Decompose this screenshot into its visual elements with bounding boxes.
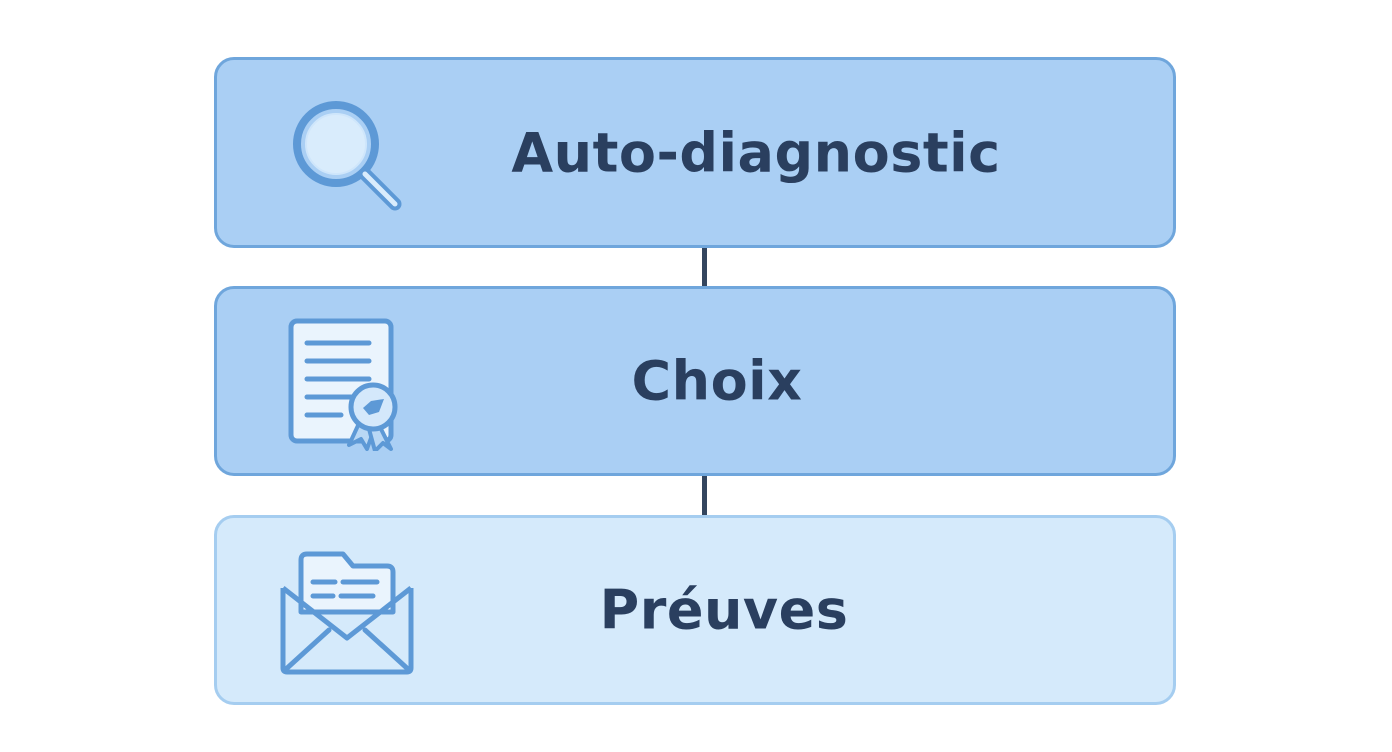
magnifier-icon xyxy=(289,96,409,216)
certificate-document-icon xyxy=(283,315,407,453)
connector-line xyxy=(702,476,707,515)
step-label: Auto-diagnostic xyxy=(511,121,1001,184)
step-label: Choix xyxy=(631,349,803,413)
step-auto-diagnostic: Auto-diagnostic xyxy=(214,57,1176,248)
step-label: Préuves xyxy=(599,578,849,642)
step-choix: Choix xyxy=(214,286,1176,476)
connector-line xyxy=(702,248,707,286)
envelope-folder-icon xyxy=(277,548,417,678)
step-preuves: Préuves xyxy=(214,515,1176,705)
